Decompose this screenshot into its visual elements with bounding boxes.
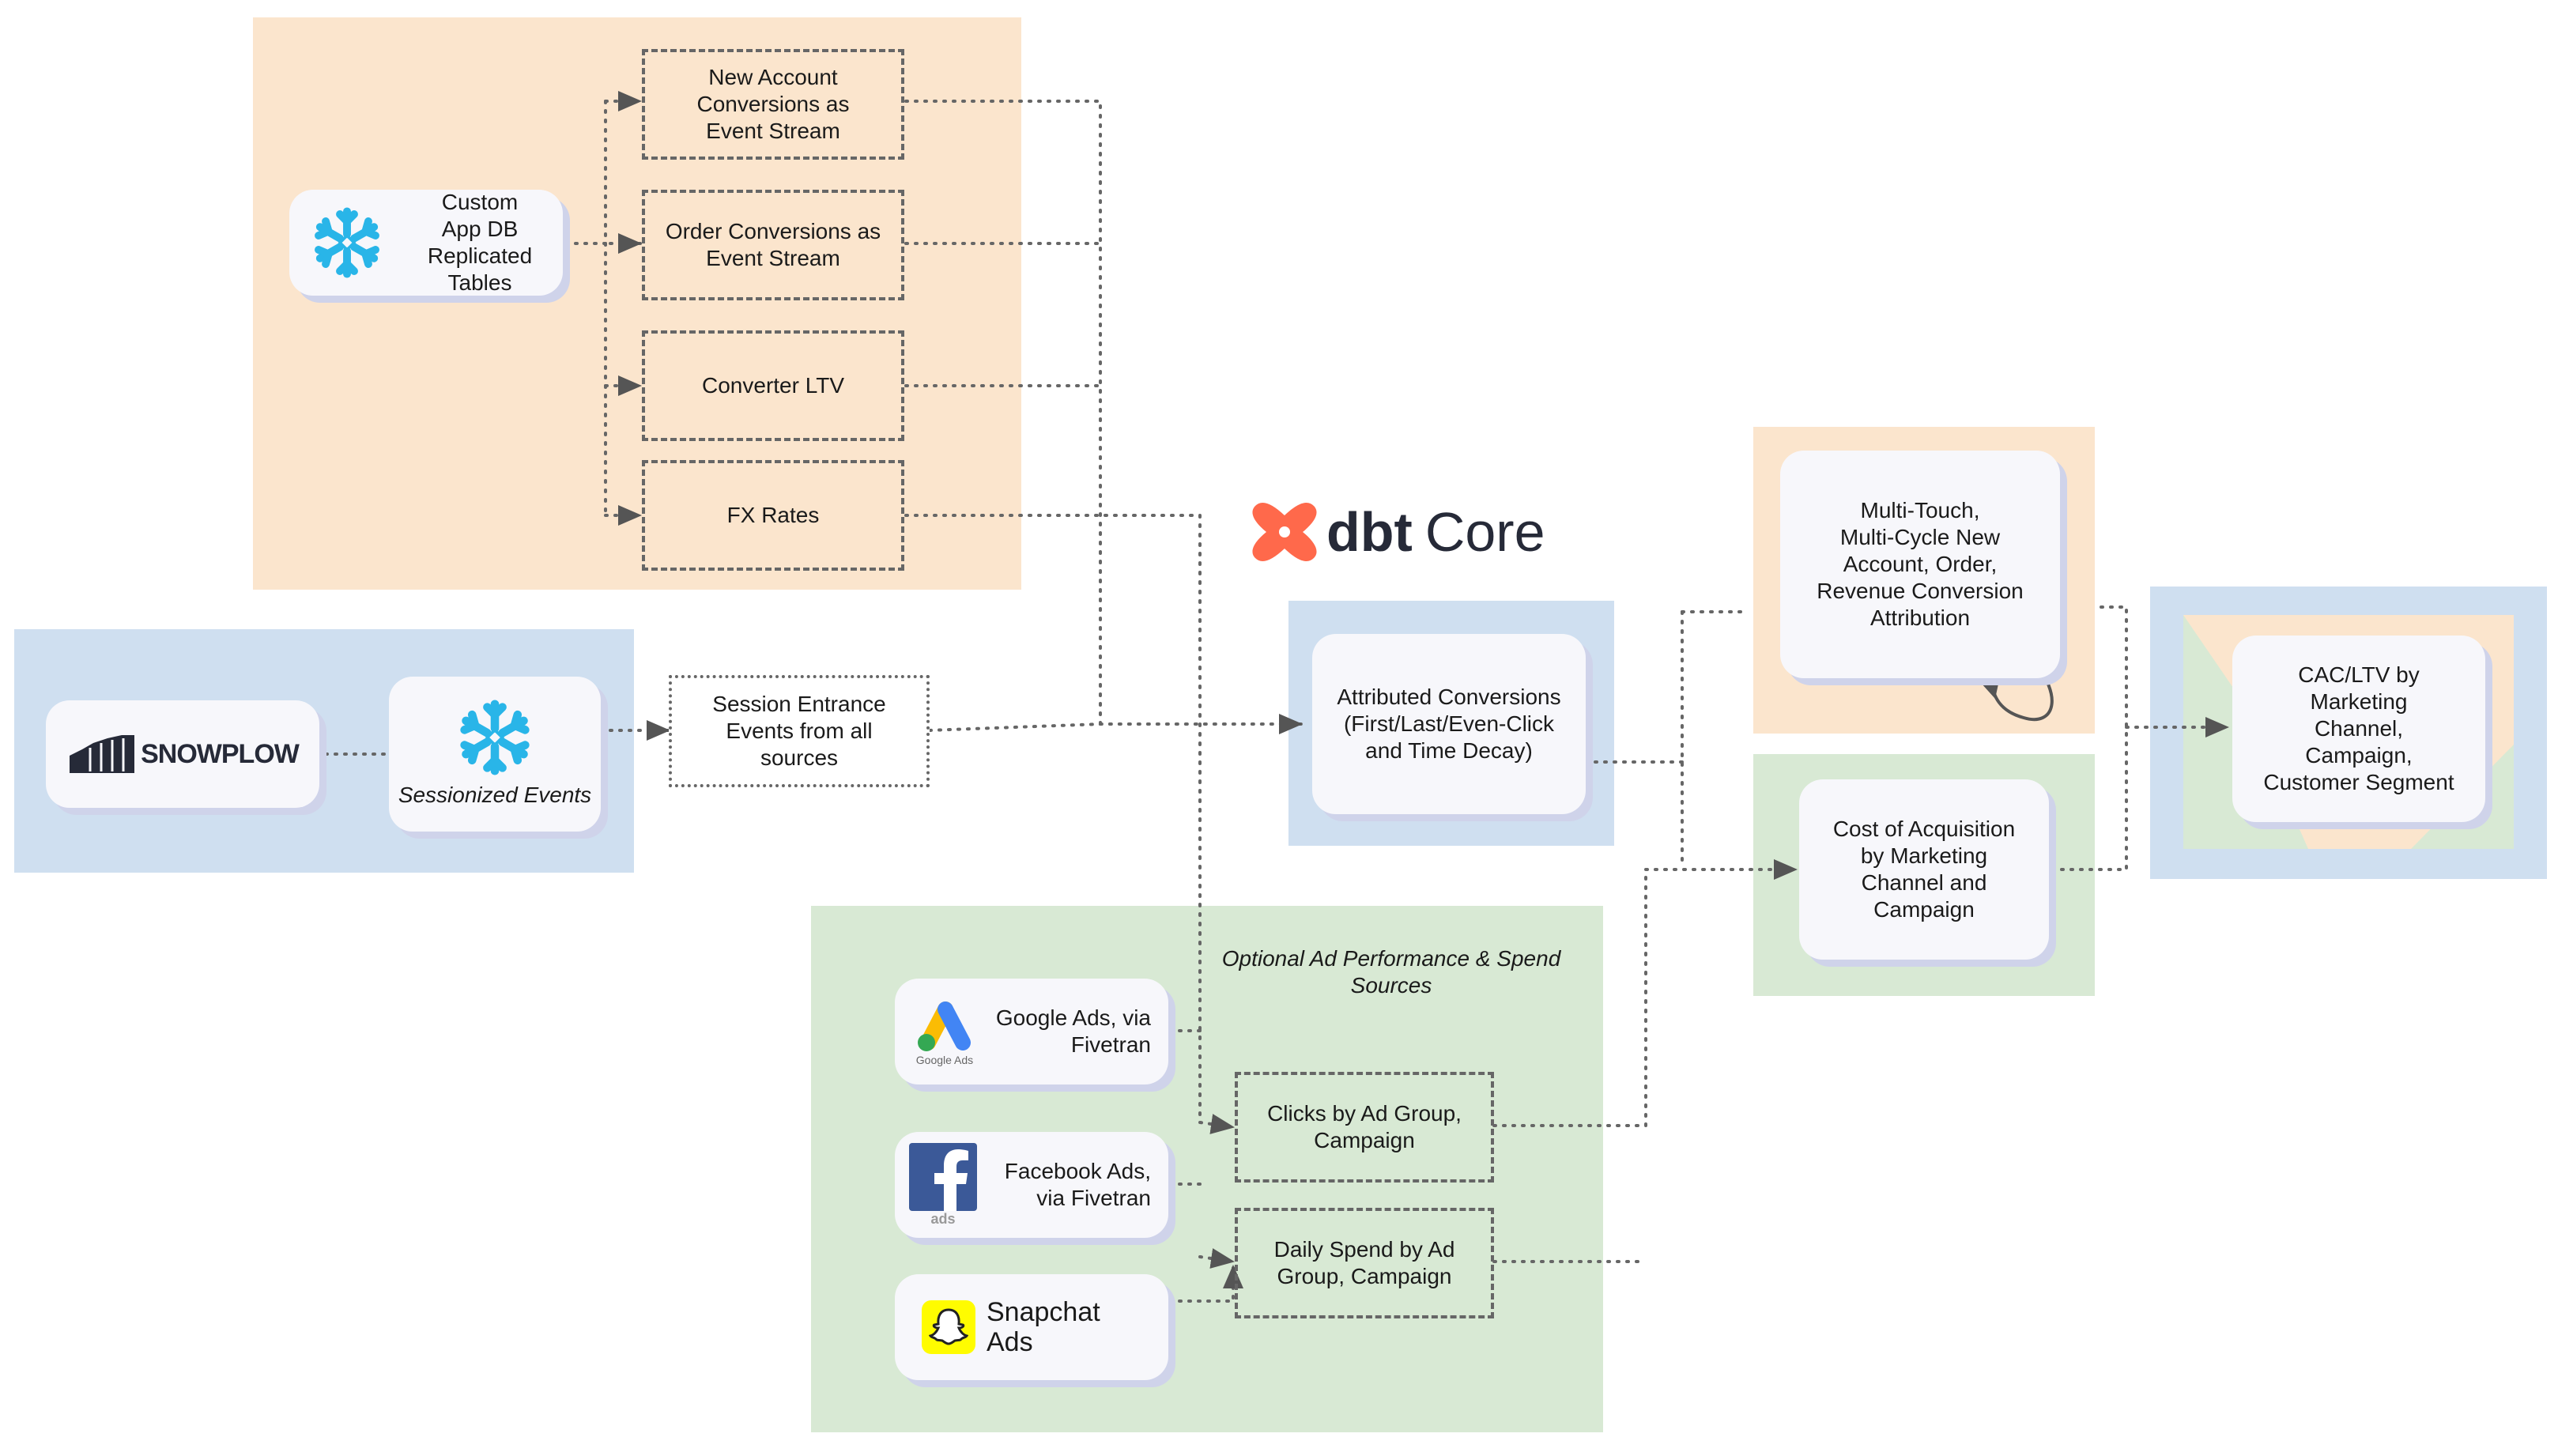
custom-app-db-card[interactable]: Custom App DB Replicated Tables xyxy=(289,190,563,296)
google-ads-card[interactable]: Google Ads Google Ads, via Fivetran xyxy=(895,979,1168,1084)
snowplow-wordmark: SNOWPLOW xyxy=(141,738,300,769)
cac-ltv-label: CAC/LTV by Marketing Channel, Campaign, … xyxy=(2263,662,2454,794)
snowplow-logo xyxy=(70,735,135,773)
attributed-conversions-label: Attributed Conversions (First/Last/Even-… xyxy=(1337,685,1561,763)
facebook-icon xyxy=(909,1142,977,1211)
new-account-label: New Account Conversions as Event Stream xyxy=(696,65,850,143)
fx-rates-node[interactable]: FX Rates xyxy=(642,460,904,571)
multi-touch-label: Multi-Touch, Multi-Cycle New Account, Or… xyxy=(1817,498,2024,630)
google-ads-label: Google Ads, via Fivetran xyxy=(995,1005,1151,1057)
google-ads-icon xyxy=(918,1001,971,1051)
cost-acquisition-label: Cost of Acquisition by Marketing Channel… xyxy=(1832,817,2016,922)
new-account-node[interactable]: New Account Conversions as Event Stream xyxy=(642,49,904,160)
app-db-region xyxy=(253,17,1021,590)
snapchat-icon xyxy=(922,1300,975,1354)
snowplow-card[interactable]: SNOWPLOW xyxy=(46,700,319,808)
order-conversions-node[interactable]: Order Conversions as Event Stream xyxy=(642,190,904,300)
order-conversions-label: Order Conversions as Event Stream xyxy=(665,219,881,270)
dbt-word: dbt xyxy=(1326,501,1413,563)
facebook-ads-caption: ads xyxy=(930,1210,956,1227)
sessionized-events-label: Sessionized Events xyxy=(398,783,592,807)
clicks-label: Clicks by Ad Group, Campaign xyxy=(1267,1101,1462,1152)
attributed-conversions-card[interactable]: Attributed Conversions (First/Last/Even-… xyxy=(1312,634,1586,814)
snapchat-ads-card[interactable]: Snapchat Ads xyxy=(895,1274,1168,1380)
cac-ltv-card[interactable]: CAC/LTV by Marketing Channel, Campaign, … xyxy=(2232,636,2485,822)
session-entrance-label: Session Entrance Events from all sources xyxy=(712,692,886,770)
snowflake-icon xyxy=(315,207,379,278)
snowflake-icon xyxy=(460,700,530,775)
facebook-ads-logo: ads xyxy=(909,1142,977,1228)
dbt-logo: dbt Core xyxy=(1251,495,1545,569)
sessionized-events-card[interactable]: Sessionized Events xyxy=(389,677,601,832)
dbt-icon xyxy=(1252,503,1317,561)
custom-app-db-label: Custom App DB Replicated Tables xyxy=(427,190,533,295)
session-entrance-node[interactable]: Session Entrance Events from all sources xyxy=(669,675,930,787)
cost-acquisition-card[interactable]: Cost of Acquisition by Marketing Channel… xyxy=(1799,779,2049,960)
optional-sources-title: Optional Ad Performance & Spend Sources xyxy=(1221,946,1561,998)
dbt-core-word: Core xyxy=(1424,501,1545,563)
converter-ltv-label: Converter LTV xyxy=(702,373,844,398)
daily-spend-node[interactable]: Daily Spend by Ad Group, Campaign xyxy=(1235,1208,1494,1318)
google-ads-caption: Google Ads xyxy=(915,1054,974,1066)
converter-ltv-node[interactable]: Converter LTV xyxy=(642,330,904,441)
facebook-ads-card[interactable]: ads Facebook Ads, via Fivetran xyxy=(895,1132,1168,1238)
snapchat-ads-label: Snapchat Ads xyxy=(987,1297,1100,1357)
daily-spend-label: Daily Spend by Ad Group, Campaign xyxy=(1273,1237,1455,1288)
clicks-node[interactable]: Clicks by Ad Group, Campaign xyxy=(1235,1072,1494,1183)
google-ads-logo: Google Ads xyxy=(912,997,977,1066)
multi-touch-card[interactable]: Multi-Touch, Multi-Cycle New Account, Or… xyxy=(1780,451,2060,678)
facebook-ads-label: Facebook Ads, via Fivetran xyxy=(1004,1159,1151,1210)
fx-rates-label: FX Rates xyxy=(726,503,820,527)
